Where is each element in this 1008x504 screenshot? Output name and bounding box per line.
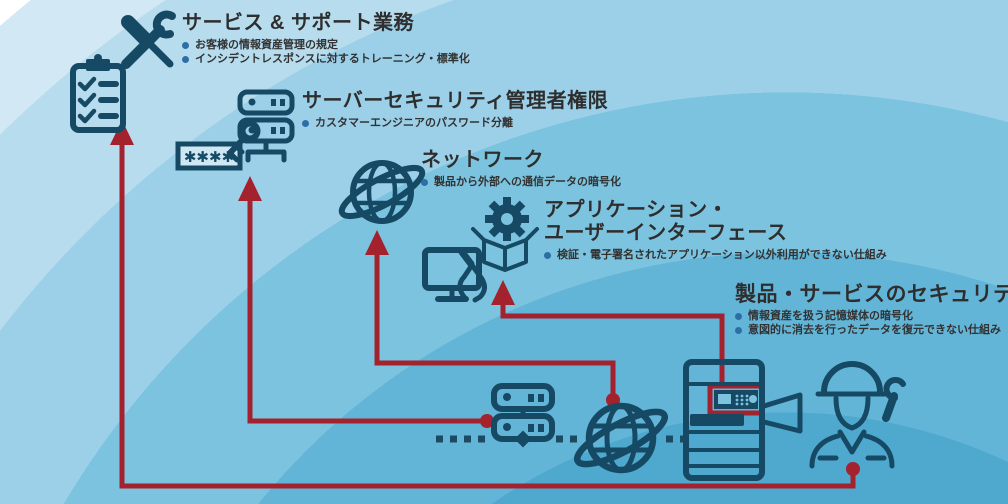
- copier-mfp-icon: [683, 359, 803, 481]
- password-mask-text: ✱✱✱✱: [184, 149, 234, 166]
- bullet-dot: [182, 55, 189, 63]
- server-stack-icon-bottom: [491, 383, 555, 448]
- section-title: ネットワーク: [421, 149, 544, 171]
- bullet-text: 情報資産を扱う記憶媒体の暗号化: [748, 310, 913, 322]
- section-title: サービス & サポート業務: [182, 12, 415, 34]
- wrench-icon: [882, 377, 906, 422]
- arrowhead-up: [238, 176, 262, 201]
- section-title: サーバーセキュリティ管理者権限: [302, 90, 609, 112]
- bullet-text: 検証・電子署名されたアプリケーション以外利用ができない仕組み: [557, 249, 887, 261]
- arrowhead-up: [491, 280, 515, 305]
- connector-service-support: [110, 120, 860, 489]
- bullet-text: お客様の情報資産管理の規定: [195, 39, 338, 51]
- collar: [837, 429, 867, 455]
- tools-icon: [121, 10, 176, 69]
- bullet-dot: [182, 42, 189, 49]
- password-key-icon: ✱✱✱✱: [175, 120, 261, 171]
- section-application-ui: アプリケーション・ ユーザーインターフェース 検証・電子署名されたアプリケーショ…: [544, 199, 887, 263]
- arrowhead-up: [365, 230, 389, 255]
- bullet-dot: [302, 120, 309, 127]
- engineer-icon: [809, 361, 906, 469]
- bullet-dot: [421, 179, 428, 186]
- globe-network-icon-bottom: [573, 402, 669, 474]
- section-server-security: サーバーセキュリティ管理者権限 カスタマーエンジニアのパスワード分離: [302, 90, 608, 131]
- gear-box-icon: [471, 197, 539, 272]
- bullet-dot: [544, 252, 551, 259]
- section-title: アプリケーション・: [544, 199, 729, 221]
- globe-network-icon: [338, 160, 426, 224]
- bullet-text: インシデントレスポンスに対するトレーニング・標準化: [195, 52, 470, 65]
- connector-server-security: [238, 176, 494, 428]
- clipboard-checklist-icon: [70, 54, 126, 133]
- side-tray: [761, 392, 803, 434]
- output-slot: [690, 414, 744, 426]
- bullet-dot: [735, 326, 742, 334]
- arrowhead-up: [110, 120, 134, 145]
- monitor-touch-icon: [422, 247, 487, 303]
- section-network: ネットワーク 製品から外部への通信データの暗号化: [421, 149, 621, 190]
- bullet-text: カスタマーエンジニアのパスワード分離: [315, 117, 513, 129]
- section-product-service-security: 製品・サービスのセキュリティ 情報資産を扱う記憶媒体の暗号化 意図的に消去を行っ…: [735, 283, 1008, 337]
- section-service-support: サービス & サポート業務 お客様の情報資産管理の規定 インシデントレスポンスに…: [182, 12, 470, 66]
- bullet-text: 製品から外部への通信データの暗号化: [434, 176, 621, 188]
- section-title-line2: ユーザーインターフェース: [544, 222, 788, 244]
- section-title: 製品・サービスのセキュリティ: [735, 283, 1008, 306]
- bullet-text: 意図的に消去を行ったデータを復元できない仕組み: [748, 323, 1001, 336]
- bullet-dot: [735, 313, 742, 320]
